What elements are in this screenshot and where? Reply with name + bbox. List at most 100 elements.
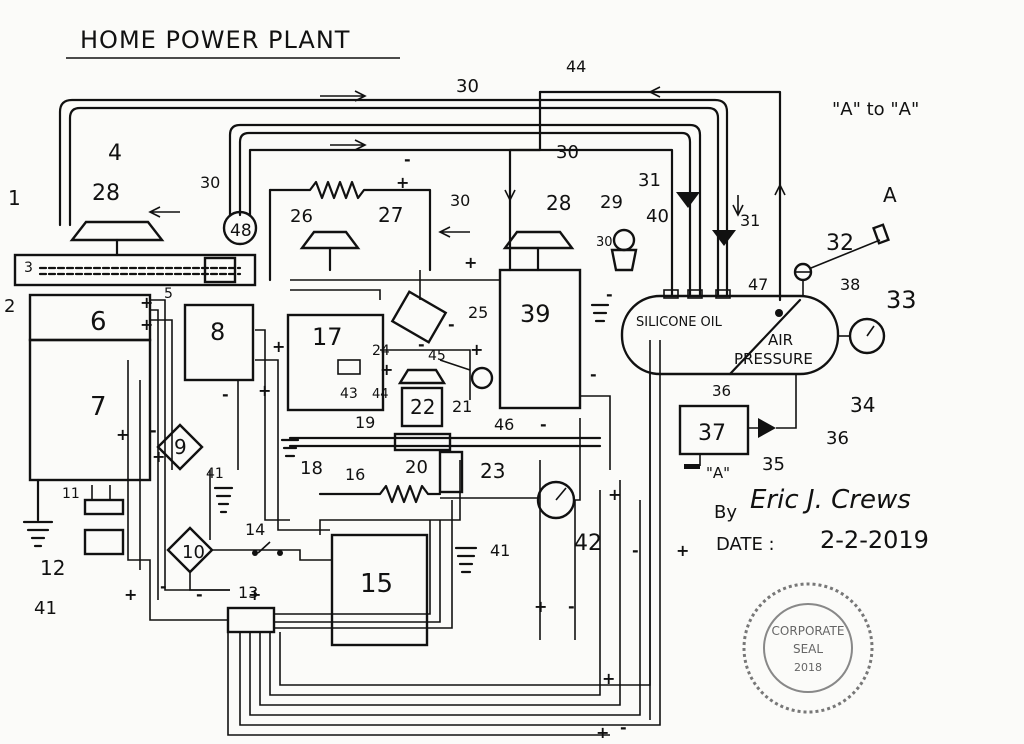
switch-14 xyxy=(252,541,283,556)
callout-40: 40 xyxy=(646,206,669,227)
callout-2: 2 xyxy=(4,296,15,317)
component-label-17: 17 xyxy=(312,323,343,351)
polarity-plus: + xyxy=(596,723,609,742)
callout-4: 4 xyxy=(108,141,122,166)
polarity-minus: - xyxy=(620,718,627,737)
polarity-plus: + xyxy=(464,253,477,272)
page-title: HOME POWER PLANT xyxy=(80,26,350,54)
component-25 xyxy=(390,290,448,344)
component-label-7: 7 xyxy=(90,392,107,422)
valve-32 xyxy=(793,223,890,296)
tank-pressure-label: PRESSURE xyxy=(734,350,813,368)
main-shaft-3 xyxy=(13,253,257,287)
sensor-47 xyxy=(775,309,783,317)
callout-21: 21 xyxy=(452,397,472,416)
polarity-minus: - xyxy=(606,285,613,304)
callout-44: 44 xyxy=(372,387,389,402)
callout-25: 25 xyxy=(468,303,488,322)
polarity-plus: + xyxy=(676,541,689,560)
polarity-plus: + xyxy=(534,597,547,616)
wiring-bus xyxy=(127,270,661,736)
polarity-minus: - xyxy=(418,335,425,354)
callout-30: 30 xyxy=(450,191,470,210)
callout-35: 35 xyxy=(762,454,785,475)
component-7 xyxy=(28,338,152,482)
polarity-plus: + xyxy=(140,293,153,312)
callout-30: 30 xyxy=(456,76,479,97)
component-22 xyxy=(400,386,444,428)
polarity-plus: + xyxy=(124,585,137,604)
polarity-plus: + xyxy=(602,669,615,688)
date-label: DATE : xyxy=(716,534,775,555)
callout-16: 16 xyxy=(345,465,365,484)
callout-24: 24 xyxy=(372,343,390,359)
meter-42 xyxy=(536,480,576,520)
tank-silicone-label: SILICONE OIL xyxy=(636,315,723,330)
callout-36: 36 xyxy=(712,382,731,400)
component-17 xyxy=(286,313,385,412)
polarity-plus: + xyxy=(140,315,153,334)
polarity-minus: - xyxy=(448,315,455,334)
callout-27: 27 xyxy=(378,203,403,227)
callout-30: 30 xyxy=(200,173,220,192)
reference-note: "A" to "A" xyxy=(832,99,919,120)
callout-28: 28 xyxy=(546,191,571,215)
polarity-minus: - xyxy=(160,577,167,596)
callout-31: 31 xyxy=(638,170,661,191)
polarity-plus: + xyxy=(116,425,129,444)
callout-12: 12 xyxy=(40,556,65,580)
polarity-minus: - xyxy=(150,421,157,440)
callout-36: 36 xyxy=(826,428,849,449)
component-37 xyxy=(678,404,750,456)
lower-shaft xyxy=(288,432,602,494)
polarity-plus: + xyxy=(608,485,621,504)
turbine-26 xyxy=(299,230,361,272)
component-label-8: 8 xyxy=(210,318,225,346)
callout-47: 47 xyxy=(748,275,768,294)
component-label-37: 37 xyxy=(698,421,726,446)
callout-41: 41 xyxy=(34,598,57,619)
callout-46: 46 xyxy=(494,415,514,434)
heater-27 xyxy=(268,180,432,282)
pipe-44 xyxy=(508,90,782,302)
callout-3: 3 xyxy=(24,260,33,276)
corporate-seal: CORPORATE SEAL 2018 xyxy=(742,582,874,714)
component-15 xyxy=(330,533,429,647)
polarity-plus: + xyxy=(152,447,165,466)
callout-43: 43 xyxy=(340,386,358,402)
callout-33: 33 xyxy=(886,286,917,314)
controller-13 xyxy=(226,606,276,634)
callout-30: 30 xyxy=(596,235,613,250)
component-label-39: 39 xyxy=(520,300,551,328)
component-39 xyxy=(498,268,582,410)
callout-1: 1 xyxy=(8,186,21,210)
callout-20: 20 xyxy=(405,457,428,478)
component-8 xyxy=(183,303,255,382)
callout-28: 28 xyxy=(92,181,120,206)
terminal-a-label: A xyxy=(883,183,897,207)
callout-48: 48 xyxy=(230,221,252,241)
polarity-plus: + xyxy=(396,173,409,192)
ground-17 xyxy=(280,438,300,458)
heater-16 xyxy=(318,484,442,504)
callout-23: 23 xyxy=(480,459,505,483)
svg-text:2018: 2018 xyxy=(794,661,822,674)
tank-air-label: AIR xyxy=(768,331,793,349)
ground-41-right xyxy=(454,546,478,574)
tank-fittings xyxy=(663,289,731,299)
valve-45 xyxy=(397,368,447,385)
callout-5: 5 xyxy=(164,286,173,302)
callout-41: 41 xyxy=(206,466,224,482)
callout-38: 38 xyxy=(840,275,860,294)
polarity-plus: + xyxy=(380,360,393,379)
component-label-6: 6 xyxy=(90,307,107,337)
polarity-minus: - xyxy=(568,597,575,616)
polarity-plus: + xyxy=(258,381,271,400)
polarity-minus: - xyxy=(222,385,229,404)
component-label-15: 15 xyxy=(360,569,393,599)
ground-left xyxy=(22,478,54,548)
svg-text:CORPORATE: CORPORATE xyxy=(772,624,845,638)
turbine-28-right xyxy=(502,230,575,272)
